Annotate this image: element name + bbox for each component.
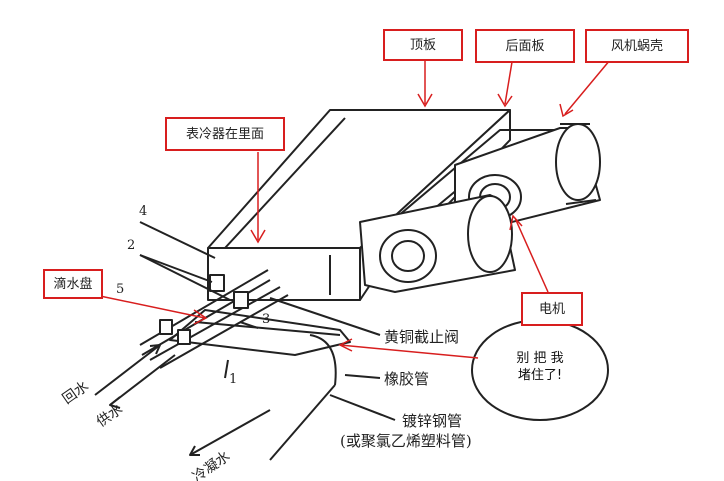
- rubber-hose: [309, 334, 337, 386]
- callout-drip-tray: 滴水盘: [43, 269, 103, 299]
- label-rubber-hose: 橡胶管: [384, 370, 430, 388]
- callout-fan-housing: 风机蜗壳: [585, 29, 689, 63]
- callout-rear-panel: 后面板: [475, 29, 575, 63]
- part-number-4: 4: [139, 204, 148, 219]
- part-number-3: 3: [262, 312, 271, 327]
- label-galv-pipe: 镀锌钢管: [402, 412, 463, 430]
- callout-top-panel: 顶板: [383, 29, 463, 61]
- callout-fan-housing-text: 风机蜗壳: [610, 38, 663, 54]
- part-number-5: 5: [116, 282, 125, 297]
- label-pvc-pipe: (或聚氯乙烯塑料管): [340, 432, 472, 450]
- bubble-line-1: 别 把 我: [516, 351, 564, 366]
- speech-bubble: 别 把 我 堵住了!: [490, 350, 590, 384]
- callout-coil-inside-text: 表冷器在里面: [185, 126, 264, 142]
- label-brass-valve: 黄铜截止阀: [384, 328, 460, 346]
- bubble-line-2: 堵住了!: [517, 368, 563, 383]
- part-number-2: 2: [127, 238, 136, 253]
- callout-top-panel-text: 顶板: [409, 37, 436, 53]
- callout-motor-text: 电机: [538, 301, 565, 317]
- callout-drip-tray-text: 滴水盘: [53, 276, 93, 292]
- part-number-1: 1: [229, 372, 238, 387]
- drip-tray: [169, 309, 351, 356]
- blower-2-inlet: [379, 229, 437, 283]
- callout-motor: 电机: [521, 292, 583, 326]
- callout-coil-inside: 表冷器在里面: [165, 117, 285, 151]
- callout-rear-panel-text: 后面板: [505, 38, 545, 54]
